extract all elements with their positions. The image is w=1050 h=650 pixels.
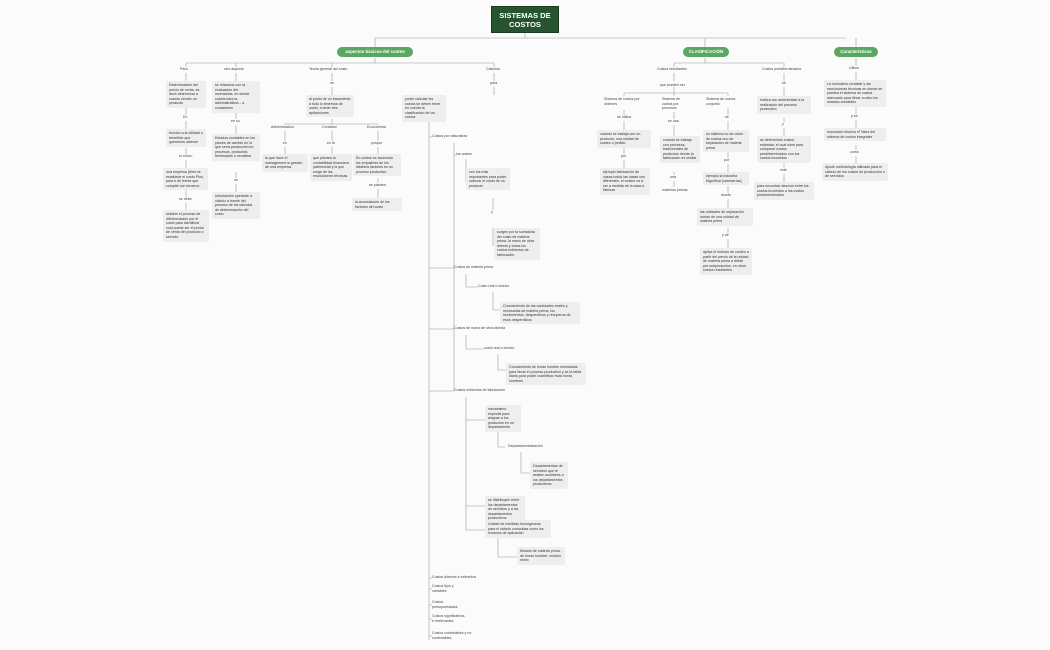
connector-por-ordenes: por bbox=[621, 154, 627, 158]
connector-que-pueden-ser: que pueden ser bbox=[660, 83, 685, 87]
root-node[interactable]: SISTEMAS DE COSTOS bbox=[491, 6, 559, 33]
node-costos-mano-obra[interactable]: Costos de mano de obra directa bbox=[454, 326, 506, 330]
connector-por-conjunto: por bbox=[724, 158, 730, 162]
node-ejemplo-casas[interactable]: ejemplo fabricación de casas todos las c… bbox=[600, 168, 650, 195]
node-procesos-tradicionales[interactable]: cuando se trabaja con procesos, tradicio… bbox=[660, 136, 700, 163]
connector-y: y bbox=[491, 210, 493, 214]
connector-se-plantea: se plantea bbox=[369, 183, 386, 187]
node-administrativa[interactable]: Administrativa bbox=[271, 125, 294, 129]
connector-en-su: en su bbox=[231, 119, 240, 123]
node-costos-directos-indirectos[interactable]: Costos directos e indirectos bbox=[432, 575, 477, 579]
node-producto-unidad[interactable]: cuando se trabaja con un producto, una u… bbox=[597, 130, 651, 148]
connector-como: como bbox=[850, 150, 859, 154]
node-otro-aspecto[interactable]: otro aspecto bbox=[224, 67, 244, 71]
node-unidades-separacion[interactable]: las unidades de separación varían de una… bbox=[697, 208, 753, 226]
node-sistema-ordenes[interactable]: Sistema de costos por órdenes bbox=[604, 97, 640, 106]
node-metodo-costeo[interactable]: aplica el método de costeo a partir del … bbox=[700, 248, 752, 275]
connector-este: este bbox=[780, 168, 787, 172]
connector-y-de: y de bbox=[722, 233, 729, 237]
branch-aspectos[interactable]: aspectos básicos del costeo bbox=[337, 47, 413, 57]
node-costos-resultantes[interactable]: Costos resultantes bbox=[657, 67, 687, 71]
node-estados-contables[interactable]: Estados contables en los planes de cambi… bbox=[212, 134, 260, 161]
connector-una: una bbox=[670, 175, 676, 179]
node-ajuste-metodologia[interactable]: Ajuste metodología utilizado para el cál… bbox=[822, 163, 888, 181]
node-empresa-costo-plus[interactable]: una empresa (bien se establece el costo … bbox=[163, 168, 208, 191]
connector-el-como: el cómo, bbox=[179, 154, 193, 158]
connector-utiliza: Utiliza bbox=[849, 66, 859, 70]
node-distribuyen-departamentos[interactable]: se distribuyen entre los departamentos d… bbox=[485, 496, 525, 523]
connector-se-utiliza: se utiliza bbox=[617, 115, 631, 119]
node-costos-materia-prima[interactable]: Costos de materia prima bbox=[454, 265, 494, 269]
node-costos-fijos-variables[interactable]: Costos fijos y variables bbox=[432, 584, 454, 593]
connector-donde: donde bbox=[721, 193, 731, 197]
node-los-costos[interactable]: los costos bbox=[456, 152, 472, 156]
node-costos-naturaleza[interactable]: Costos por naturaleza bbox=[432, 134, 468, 138]
connector-se-usa: se usa bbox=[668, 119, 679, 123]
connector-se: se bbox=[330, 81, 334, 85]
connector-y-pred: y bbox=[782, 122, 784, 126]
node-separacion-materia[interactable]: un sistema no de unión de costos uno de … bbox=[703, 130, 749, 153]
connector-es-admin: es bbox=[283, 141, 287, 145]
connector-para: para bbox=[490, 81, 498, 85]
node-industria-frigorifica[interactable]: ejemplo la industria frigorífica (carnic… bbox=[703, 172, 749, 186]
node-para[interactable]: Para bbox=[180, 67, 188, 71]
node-contador[interactable]: Contador bbox=[322, 125, 337, 129]
node-teoria-general[interactable]: Teoría general del costo bbox=[309, 67, 348, 71]
node-modulo-materia-prima[interactable]: Módulo de materia prima, de horas hombre… bbox=[517, 547, 565, 565]
connector-es: es bbox=[234, 178, 238, 182]
connector-en: En bbox=[183, 115, 188, 119]
node-calculos[interactable]: Cálculos bbox=[486, 67, 500, 71]
branch-caracteristicas[interactable]: Características bbox=[834, 47, 878, 57]
connector-porque: porque bbox=[371, 141, 383, 145]
node-costo-real-mo[interactable]: costo real o teórico bbox=[484, 346, 515, 350]
node-costos-indirectos-fab[interactable]: Costos indirectos de fabricación bbox=[454, 388, 505, 392]
node-diferenciacion-costo[interactable]: realizar el proceso de diferenciación po… bbox=[163, 210, 209, 242]
node-informacion-operante[interactable]: Información operante a cálculo a través … bbox=[212, 192, 260, 219]
branch-clasificacion[interactable]: CLASIFICACIÓN bbox=[683, 47, 729, 57]
connector-es-la: es la bbox=[327, 141, 335, 145]
node-determinacion-precio[interactable]: Determinación del precio de venta, es de… bbox=[166, 81, 206, 108]
node-management[interactable]: la que hace el management la gestión de … bbox=[262, 154, 308, 172]
connector-se-debe: se debe bbox=[179, 197, 192, 201]
connector-se-pred: se bbox=[782, 81, 786, 85]
node-sistema-conjunto[interactable]: Sistema de costos conjunto bbox=[706, 97, 736, 106]
node-resolucion-tecnica[interactable]: resolución técnica nº Nacs del sistema d… bbox=[824, 128, 886, 142]
node-conocimiento-cantidades[interactable]: Conocimiento de las cantidades reales y … bbox=[500, 302, 580, 325]
node-conocimiento-horas[interactable]: Conocimiento de horas hombre necesarias … bbox=[506, 363, 586, 386]
node-materias-primas[interactable]: materias primas bbox=[662, 188, 688, 192]
node-mas-importantes[interactable]: son los más importantes para poder calcu… bbox=[466, 168, 510, 191]
node-desvios[interactable]: para encontrar desvíos entre los costos … bbox=[754, 182, 814, 200]
node-funcion-utilidad[interactable]: función a la utilidad o beneficio que qu… bbox=[166, 129, 206, 147]
node-costos-estandar[interactable]: se determinan costos estándar, el cual s… bbox=[757, 136, 811, 163]
node-costos-controlables[interactable]: Costos controlables y no controlables bbox=[432, 631, 472, 640]
node-sistema-procesos[interactable]: Sistema de costos por procesos bbox=[662, 97, 680, 111]
node-costos-predeterminados[interactable]: Costos predeterminados bbox=[762, 67, 802, 71]
node-basamento[interactable]: al punto de un basamento a todo lo tenem… bbox=[306, 95, 354, 118]
node-mecanismo-especial[interactable]: mecanismo especial para asignar a los pr… bbox=[485, 405, 521, 432]
node-costos-significativos[interactable]: Costos significativos e irrelevantes bbox=[432, 614, 465, 623]
node-sumatoria-costos[interactable]: surgen por la sumatoria del costo de mat… bbox=[494, 228, 540, 260]
node-acumulacion-factores[interactable]: la acumulación de los factores del costo bbox=[352, 198, 402, 212]
connector-y-se: y se bbox=[851, 114, 858, 118]
connector-se-conjunto: se bbox=[725, 115, 729, 119]
node-anterioridad[interactable]: realiza con anterioridad a la realizació… bbox=[757, 96, 811, 114]
node-clasificacion-costos[interactable]: poder calcular los costos se deben tener… bbox=[402, 95, 446, 122]
node-acumulan-factores[interactable]: En costos se acumulan los empalmes de lo… bbox=[353, 154, 401, 177]
node-costos-presupuestados[interactable]: Costos presupuestados bbox=[432, 600, 458, 609]
node-normativa-contable[interactable]: La normativa contable y las resoluciones… bbox=[824, 80, 886, 107]
node-costo-real-mp[interactable]: Costo real o teórico bbox=[478, 284, 510, 288]
node-departamentalizacion[interactable]: Departamentalización bbox=[508, 444, 543, 448]
node-contabilidad-financiera[interactable]: que plantea la contabilidad financiera p… bbox=[310, 154, 352, 181]
node-departamentos-servicios[interactable]: Departamentos de servicios que le asiste… bbox=[530, 462, 568, 489]
node-evaluacion-inventarios[interactable]: se relaciona con la evaluación del inven… bbox=[212, 81, 260, 113]
node-economista[interactable]: Economista bbox=[367, 125, 386, 129]
node-unidad-medidas[interactable]: Unidad de medidas homogéneas para el cál… bbox=[485, 520, 551, 538]
